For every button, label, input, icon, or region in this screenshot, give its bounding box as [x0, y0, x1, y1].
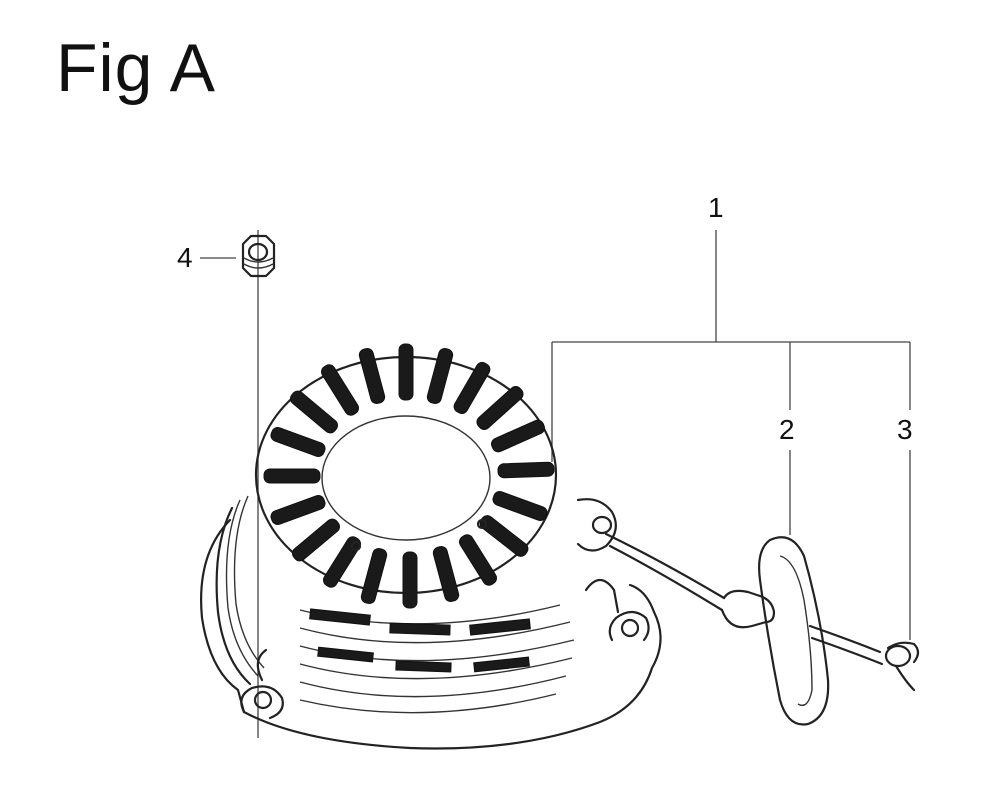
cover-vent-slots: [263, 343, 555, 609]
starter-handle: [720, 536, 830, 726]
nut-part: [241, 234, 276, 278]
leader-bracket-1: [551, 230, 911, 462]
recoil-starter-housing: [200, 343, 662, 750]
rope-guide: [576, 498, 617, 552]
callout-1: 1: [708, 192, 724, 223]
callout-4: 4: [177, 242, 193, 273]
callout-2: 2: [779, 414, 795, 445]
figure-title: Fig A: [56, 30, 216, 106]
callout-3: 3: [897, 414, 913, 445]
starter-rope: [604, 532, 920, 692]
